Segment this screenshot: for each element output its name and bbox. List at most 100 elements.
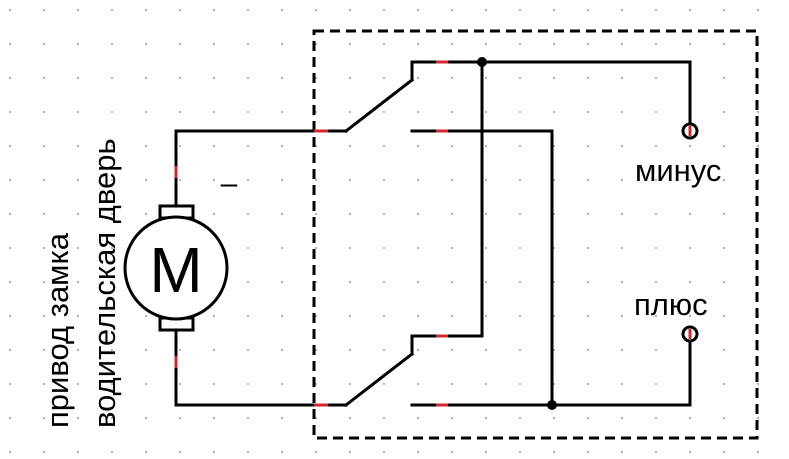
grid-dot <box>519 77 521 79</box>
grid-dot <box>383 77 385 79</box>
grid-dot <box>281 213 283 215</box>
wire-motor-top <box>174 129 348 208</box>
grid-dot <box>553 111 555 113</box>
grid-dot <box>417 43 419 45</box>
grid-dot <box>621 43 623 45</box>
grid-dot <box>587 281 589 283</box>
grid-dot <box>587 9 589 11</box>
grid-dot <box>77 451 79 453</box>
grid-dot <box>655 213 657 215</box>
grid-dot <box>723 417 725 419</box>
grid-dot <box>145 179 147 181</box>
grid-dot <box>723 247 725 249</box>
grid-dot <box>145 145 147 147</box>
actuator-label-line2: водительская дверь <box>87 138 122 428</box>
grid-dot <box>417 179 419 181</box>
grid-dot <box>349 383 351 385</box>
grid-dot <box>9 383 11 385</box>
plus-terminal-label: плюс <box>634 287 708 322</box>
grid-dot <box>451 247 453 249</box>
grid-dot <box>417 281 419 283</box>
relay-unit-dashed-box <box>312 29 759 440</box>
grid-dot <box>281 247 283 249</box>
grid-dot <box>485 349 487 351</box>
grid-dot <box>723 349 725 351</box>
grid-dot <box>111 281 113 283</box>
grid-dot <box>519 417 521 419</box>
grid-dot <box>111 247 113 249</box>
grid-dot <box>689 213 691 215</box>
grid-dot <box>349 349 351 351</box>
grid-dot <box>383 315 385 317</box>
minus-terminal-label: минус <box>635 153 721 188</box>
grid-dot <box>655 281 657 283</box>
grid-dot <box>621 349 623 351</box>
grid-dot <box>689 43 691 45</box>
grid-dot <box>587 145 589 147</box>
grid-dot <box>77 315 79 317</box>
grid-dot <box>485 77 487 79</box>
grid-dot <box>485 451 487 453</box>
grid-dot <box>621 281 623 283</box>
grid-dot <box>417 77 419 79</box>
grid-dot <box>9 349 11 351</box>
grid-dot <box>213 145 215 147</box>
grid-dot <box>179 417 181 419</box>
grid-dot <box>43 43 45 45</box>
grid-dot <box>587 247 589 249</box>
grid-dot <box>519 179 521 181</box>
grid-dot <box>485 179 487 181</box>
grid-dot <box>519 349 521 351</box>
grid-dot <box>621 145 623 147</box>
grid-dot <box>111 111 113 113</box>
grid-dot <box>111 213 113 215</box>
grid-dot <box>247 417 249 419</box>
grid-dot <box>213 417 215 419</box>
grid-dot <box>281 451 283 453</box>
grid-dot <box>383 213 385 215</box>
grid-dot <box>519 213 521 215</box>
grid-dot <box>723 9 725 11</box>
grid-dot <box>655 77 657 79</box>
grid-dot <box>587 315 589 317</box>
grid-dot <box>349 417 351 419</box>
junction-dot-minus <box>477 57 487 67</box>
grid-dot <box>9 451 11 453</box>
grid-dot <box>43 9 45 11</box>
grid-dot <box>9 77 11 79</box>
grid-dot <box>43 315 45 317</box>
grid-dot <box>757 145 759 147</box>
grid-dot <box>43 179 45 181</box>
grid-dot <box>383 43 385 45</box>
grid-dot <box>213 213 215 215</box>
grid-dot <box>315 213 317 215</box>
grid-dot <box>723 451 725 453</box>
grid-dot <box>451 179 453 181</box>
grid-dot <box>179 451 181 453</box>
grid-dot <box>417 451 419 453</box>
grid-dot <box>485 281 487 283</box>
grid-dot <box>485 9 487 11</box>
grid-dot <box>111 383 113 385</box>
grid-dot <box>519 451 521 453</box>
grid-dot <box>349 213 351 215</box>
grid-dot <box>655 43 657 45</box>
grid-dot <box>655 417 657 419</box>
grid-dot <box>145 43 147 45</box>
grid-dot <box>587 77 589 79</box>
grid-dot <box>9 145 11 147</box>
grid-dot <box>587 179 589 181</box>
grid-dot <box>553 451 555 453</box>
grid-dot <box>281 383 283 385</box>
grid-dot <box>723 315 725 317</box>
grid-dot <box>43 145 45 147</box>
grid-dot <box>757 9 759 11</box>
grid-dot <box>111 349 113 351</box>
grid-dot <box>451 315 453 317</box>
grid-dot <box>77 383 79 385</box>
grid-dot <box>451 349 453 351</box>
grid-dot <box>145 213 147 215</box>
grid-dot <box>213 77 215 79</box>
grid-dot <box>9 247 11 249</box>
grid-dot <box>587 43 589 45</box>
